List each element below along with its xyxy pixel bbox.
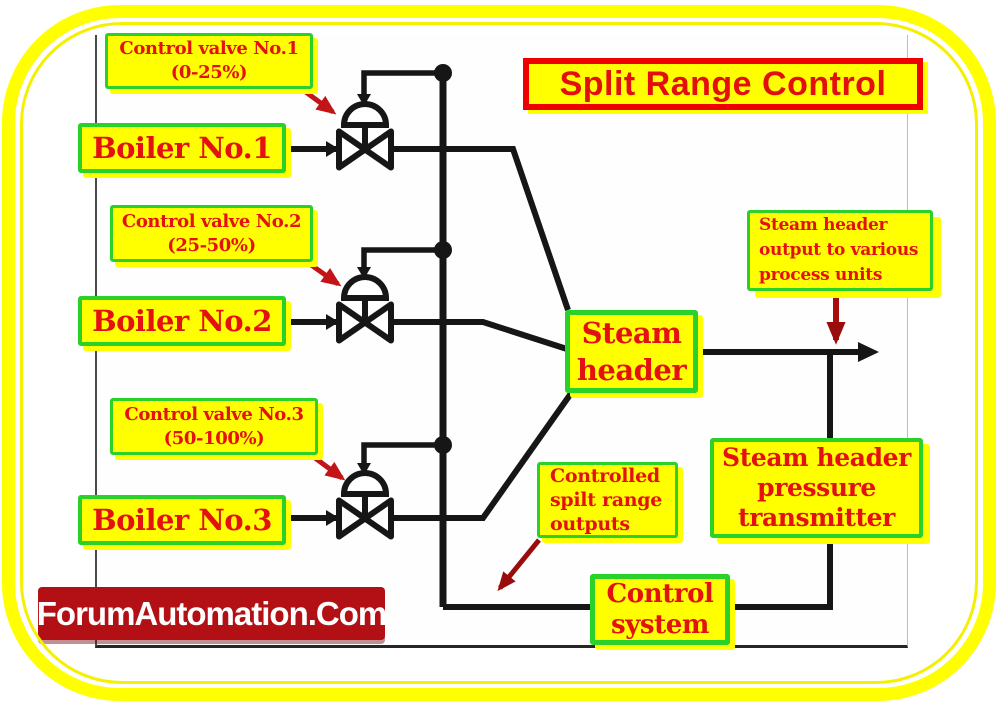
junction-dot xyxy=(434,241,452,259)
callout-line: output to various xyxy=(759,240,919,260)
steam-header-line: Steam xyxy=(581,315,682,350)
junction-dot xyxy=(434,436,452,454)
callout-line: Control valve No.3 xyxy=(124,403,304,425)
boiler-label: Boiler No.3 xyxy=(92,502,272,537)
callout-control-valve-1: Control valve No.1 (0-25%) xyxy=(105,33,313,89)
signal-arrow-icon xyxy=(357,94,371,106)
signal-arrow-icon xyxy=(357,463,371,475)
diagram-title: Split Range Control xyxy=(523,58,923,110)
valve1-outlet-line xyxy=(391,146,571,311)
control-valve3-icon xyxy=(336,470,394,540)
callout-line: (50-100%) xyxy=(163,427,265,449)
boiler-label: Boiler No.1 xyxy=(92,130,272,165)
junction-dot xyxy=(434,64,452,82)
actuator-dome-icon xyxy=(340,101,390,128)
brand-text: ForumAutomation.Com xyxy=(36,594,387,632)
controlled-outputs-callout: Controlled spilt range outputs xyxy=(537,462,678,538)
controlled-outputs-arrow-icon xyxy=(497,538,541,592)
callout-control-valve-2: Control valve No.2 (25-50%) xyxy=(110,205,313,262)
callout-arrow-icon xyxy=(305,259,342,287)
callout-arrow-icon xyxy=(309,452,346,481)
transmitter-line: Steam header xyxy=(722,443,911,472)
transmitter-line: pressure xyxy=(757,473,876,502)
callout-line: Controlled xyxy=(550,465,660,487)
callout-line: Control valve No.1 xyxy=(119,38,299,59)
callout-line: spilt range xyxy=(550,489,663,511)
control-system-box: Control system xyxy=(590,574,730,645)
control-system-line: Control xyxy=(606,578,714,609)
control-valve1-icon xyxy=(336,101,394,171)
callout-line: (0-25%) xyxy=(170,62,248,83)
steam-header-line: header xyxy=(576,352,687,387)
transmitter-line: transmitter xyxy=(738,503,895,532)
valve3-signal-line xyxy=(361,442,443,463)
flow-arrow-icon xyxy=(858,342,879,362)
callout-arrow-icon xyxy=(301,87,337,115)
callout-line: Steam header xyxy=(759,215,888,235)
inlet-arrow-icon xyxy=(326,510,339,526)
valve1-signal-line xyxy=(361,70,443,94)
control-valve2-icon xyxy=(336,274,394,344)
inlet-arrow-icon xyxy=(326,314,339,330)
pressure-transmitter-box: Steam header pressure transmitter xyxy=(710,438,923,538)
boiler-3-box: Boiler No.3 xyxy=(78,495,286,545)
callout-control-valve-3: Control valve No.3 (50-100%) xyxy=(110,398,318,455)
valve2-signal-line xyxy=(361,247,443,267)
valve3-outlet-line xyxy=(391,390,575,521)
boiler-2-box: Boiler No.2 xyxy=(78,296,286,346)
actuator-dome-icon xyxy=(340,470,390,497)
signal-arrow-icon xyxy=(357,267,371,279)
callout-line: outputs xyxy=(550,513,630,535)
valve2-outlet-line xyxy=(391,319,571,353)
callout-line: process units xyxy=(759,265,883,285)
actuator-dome-icon xyxy=(340,274,390,301)
callout-line: (25-50%) xyxy=(167,234,256,256)
boiler-1-box: Boiler No.1 xyxy=(78,123,286,173)
boiler-label: Boiler No.2 xyxy=(92,303,272,338)
inlet-arrow-icon xyxy=(326,141,339,157)
steam-output-callout: Steam header output to various process u… xyxy=(747,210,933,291)
callout-line: Control valve No.2 xyxy=(121,210,302,232)
control-system-line: system xyxy=(610,609,710,640)
steam-header-box: Steam header xyxy=(565,310,698,393)
brand-banner: ForumAutomation.Com xyxy=(36,587,387,640)
diagram-title-text: Split Range Control xyxy=(559,64,887,103)
